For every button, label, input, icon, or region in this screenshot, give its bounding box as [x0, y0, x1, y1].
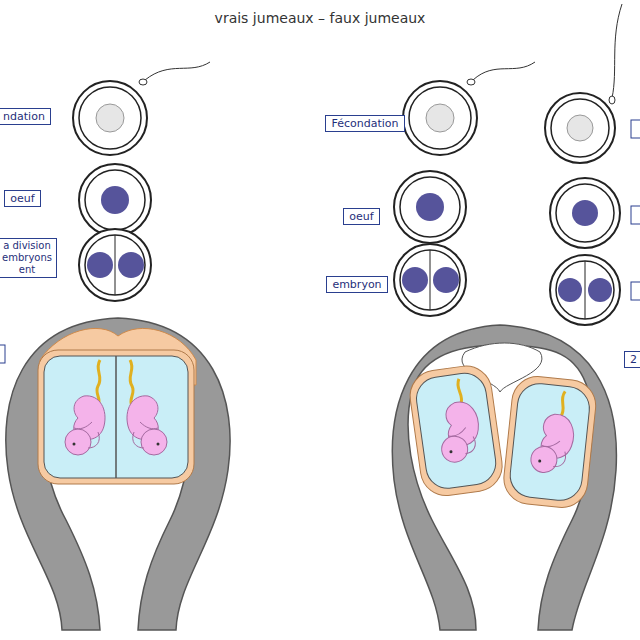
label-box: oeuf	[343, 208, 380, 225]
label-box: oeuf	[4, 190, 41, 207]
label-text: 2	[629, 353, 638, 366]
label-text: a division embryons ent	[2, 240, 52, 276]
label-text: oeuf	[9, 192, 36, 205]
label-box: 2	[624, 351, 640, 368]
label-box: a division embryons ent	[0, 238, 57, 278]
label-text: embryon	[331, 278, 383, 291]
label-text: ndation	[2, 110, 46, 123]
label-text: Fécondation	[330, 117, 400, 130]
label-text: oeuf	[348, 210, 375, 223]
label-box: Fécondation	[325, 115, 405, 132]
label-box: embryon	[326, 276, 388, 293]
diagram-title: vrais jumeaux – faux jumeaux	[0, 10, 640, 26]
label-box: ndation	[0, 108, 51, 125]
